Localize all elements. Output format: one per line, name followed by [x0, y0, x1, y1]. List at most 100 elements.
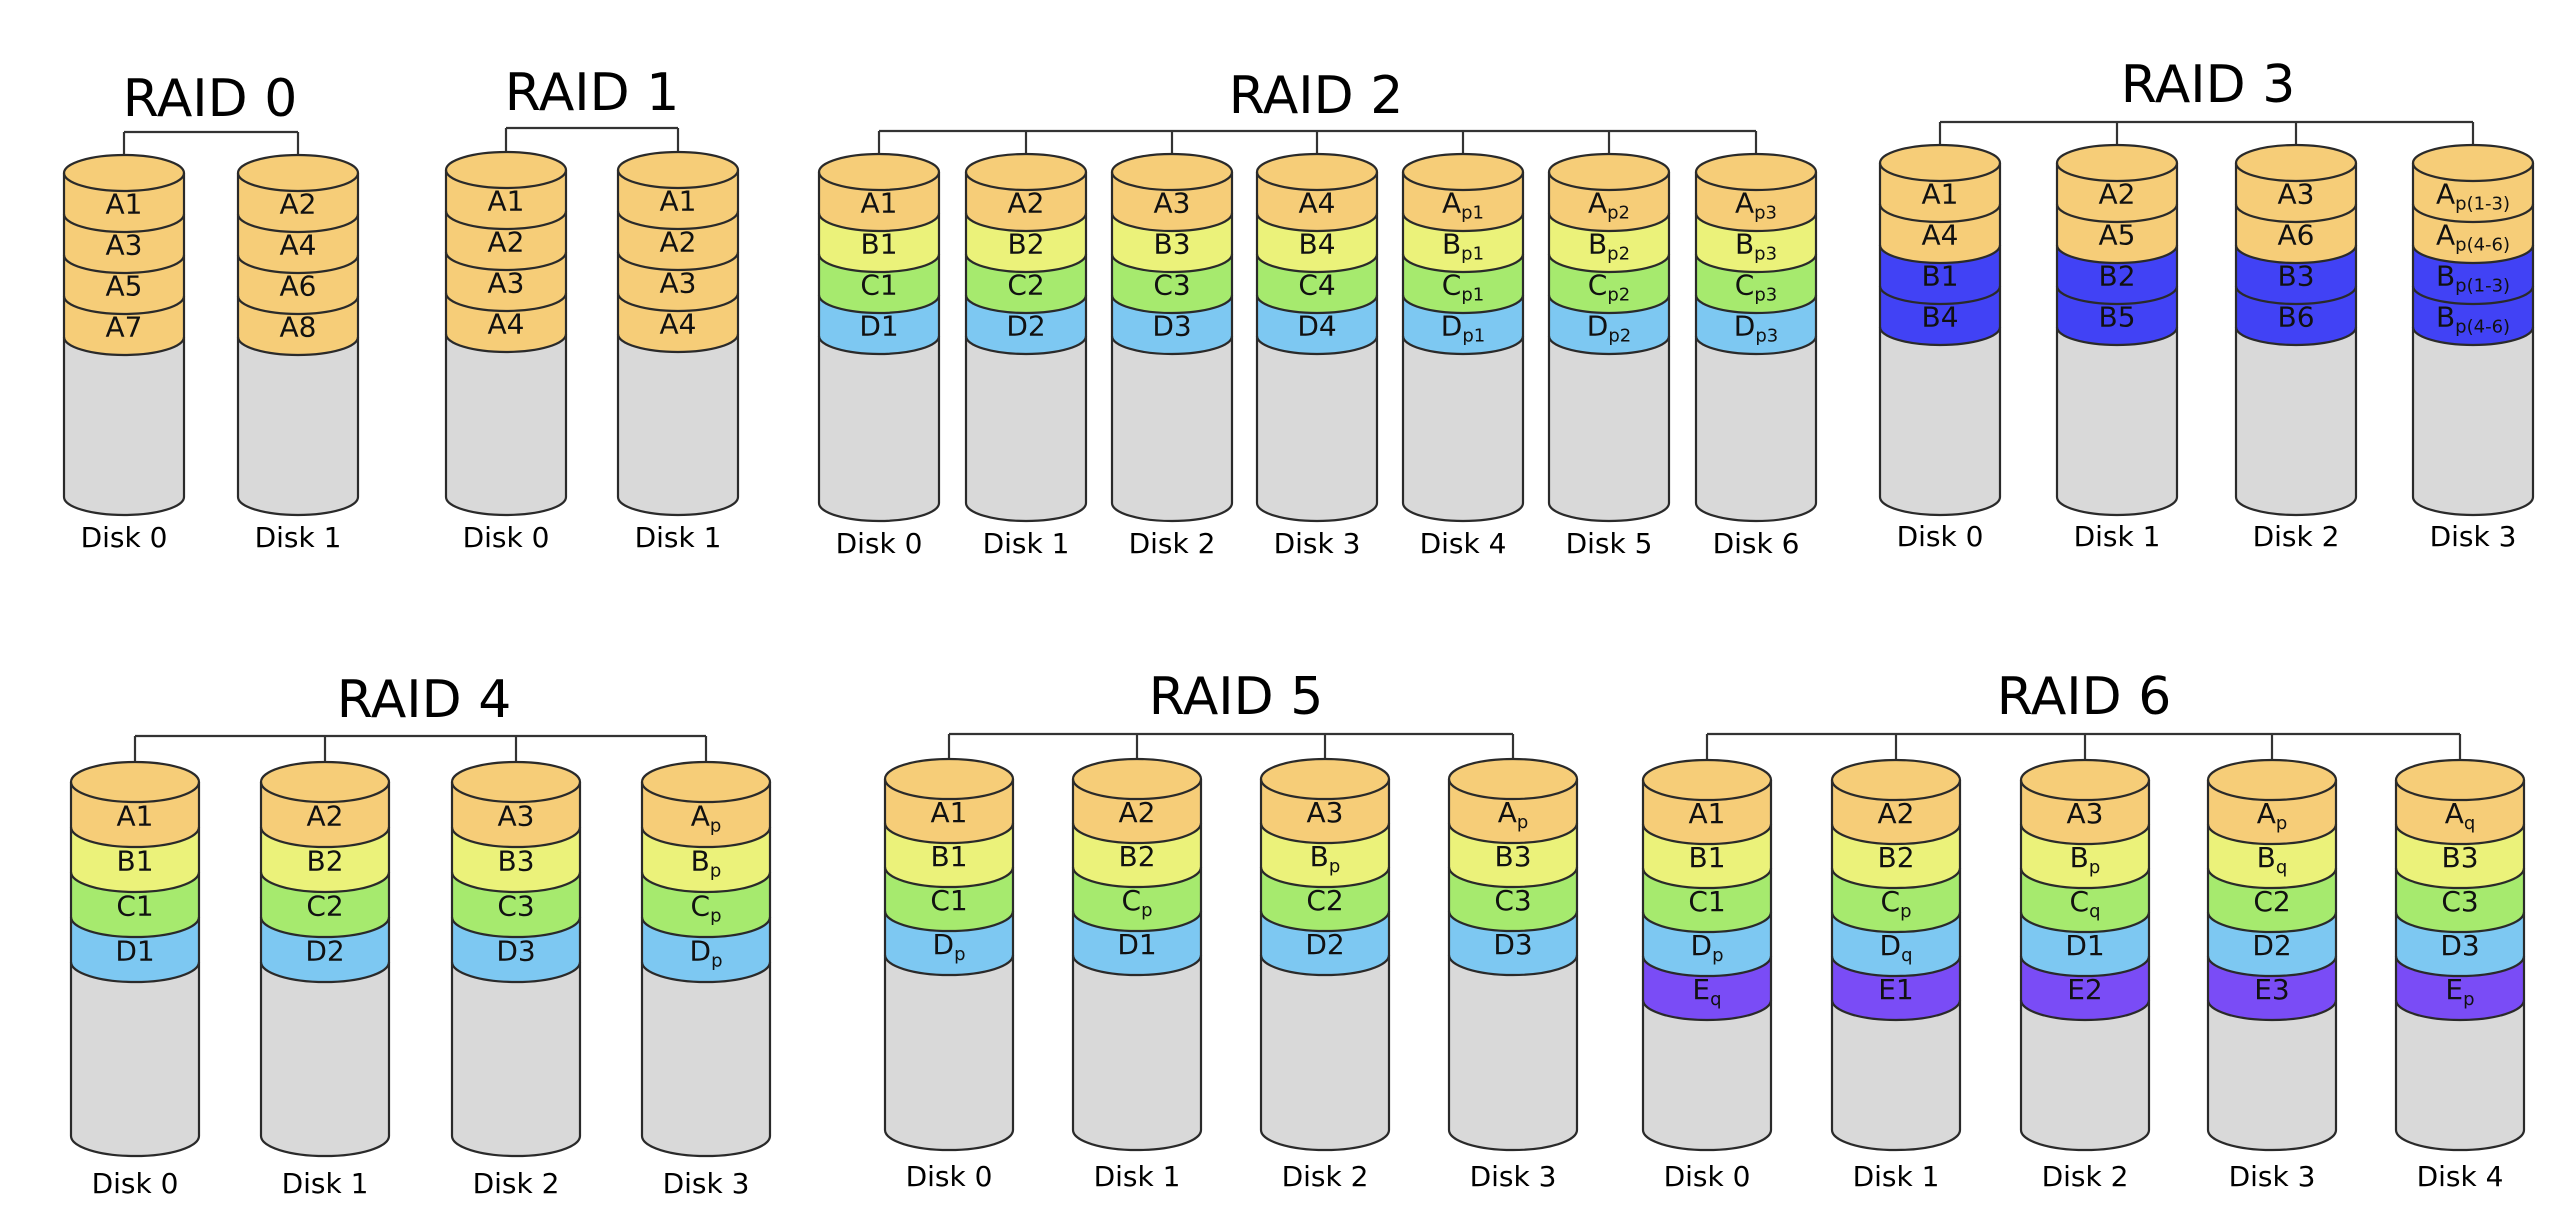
disk-bottom: [1259, 1129, 1391, 1152]
block-separator: [1878, 244, 2002, 265]
block-separator: [640, 916, 772, 939]
block-letter: E: [1692, 973, 1710, 1006]
block-label: A5: [2099, 218, 2136, 251]
block-letter: C1: [1688, 885, 1725, 918]
data-block: [642, 917, 770, 982]
block-letter: A: [2257, 797, 2276, 830]
block-separator: [444, 251, 568, 272]
block-letter: A2: [1119, 796, 1156, 829]
block-label: A2: [1878, 797, 1915, 830]
raid-title: RAID 6: [1997, 667, 2172, 727]
block-letter: C3: [1494, 884, 1531, 917]
block-label: B3: [2441, 841, 2478, 874]
block-letter: A1: [931, 796, 968, 829]
block-letter: A: [691, 800, 710, 833]
block-separator: [236, 254, 360, 275]
data-block: [2021, 868, 2149, 932]
block-letter: B: [2257, 841, 2276, 874]
block-separator: [1255, 335, 1379, 356]
block-letter: D2: [1006, 309, 1045, 342]
raid-title: RAID 3: [2121, 55, 2296, 115]
disk-label: Disk 0: [906, 1160, 993, 1193]
disk-top-cap: [69, 760, 201, 804]
block-label: A4: [1299, 186, 1336, 219]
block-separator: [259, 826, 391, 849]
block-label: A4: [660, 307, 697, 340]
disk-free-space: [2413, 327, 2533, 515]
block-separator: [1447, 822, 1579, 845]
block-letter: B: [1442, 227, 1461, 260]
block-label: C4: [1298, 268, 1335, 301]
data-block: [2236, 286, 2356, 345]
data-block: [1073, 779, 1201, 843]
data-block: [1643, 956, 1771, 1020]
block-label: B1: [930, 840, 967, 873]
disk-top-cap: [1259, 757, 1391, 801]
data-block: [2208, 956, 2336, 1020]
block-label: A2: [1008, 186, 1045, 219]
block-label: Ap3: [1735, 186, 1777, 223]
block-letter: B2: [1118, 840, 1155, 873]
disk-bottom: [1878, 496, 2002, 517]
block-separator: [1641, 999, 1773, 1022]
block-letter: D: [1691, 929, 1713, 962]
block-separator: [817, 294, 941, 315]
block-letter: C: [1735, 268, 1755, 301]
block-subscript: q: [2464, 813, 2475, 834]
block-label: B2: [1118, 840, 1155, 873]
data-block: [238, 214, 358, 273]
data-block: [1880, 286, 2000, 345]
block-label: Dp: [1691, 929, 1724, 966]
disk-free-space: [885, 955, 1013, 1150]
disk-label: Disk 3: [1470, 1160, 1557, 1193]
data-block: [642, 782, 770, 847]
block-label: Ap2: [1588, 186, 1630, 223]
data-block: [1880, 204, 2000, 263]
block-separator: [69, 826, 201, 849]
block-letter: C: [1442, 268, 1462, 301]
block-label: D3: [1152, 309, 1191, 342]
data-block: [2236, 245, 2356, 304]
data-block: [2208, 912, 2336, 976]
block-separator: [1110, 335, 1234, 356]
disk-top-cap: [1547, 152, 1671, 192]
block-separator: [2019, 867, 2151, 890]
disk-top-cap: [883, 757, 1015, 801]
block-separator: [1641, 911, 1773, 934]
data-block: [642, 872, 770, 937]
block-label: A3: [660, 266, 697, 299]
data-block: [71, 782, 199, 847]
block-letter: C: [691, 890, 711, 923]
block-letter: C2: [306, 890, 343, 923]
block-separator: [817, 253, 941, 274]
block-separator: [1255, 212, 1379, 233]
block-label: B4: [1298, 227, 1335, 260]
disk-bottom: [236, 496, 360, 517]
block-letter: D: [1734, 309, 1756, 342]
block-subscript: p3: [1754, 284, 1777, 305]
block-label: A3: [1154, 186, 1191, 219]
data-block: [2057, 286, 2177, 345]
disk-bottom: [817, 502, 941, 523]
disk-label: Disk 1: [282, 1167, 369, 1200]
block-separator: [2234, 244, 2358, 265]
data-block: [1112, 295, 1232, 354]
data-block: [966, 172, 1086, 231]
block-subscript: p: [1517, 812, 1528, 833]
block-label: Cp: [1122, 884, 1153, 921]
block-letter: A6: [280, 269, 317, 302]
block-label: A4: [488, 307, 525, 340]
data-block: [1549, 254, 1669, 313]
block-separator: [1110, 212, 1234, 233]
block-letter: A4: [488, 307, 525, 340]
block-letter: B3: [2441, 841, 2478, 874]
block-separator: [259, 871, 391, 894]
